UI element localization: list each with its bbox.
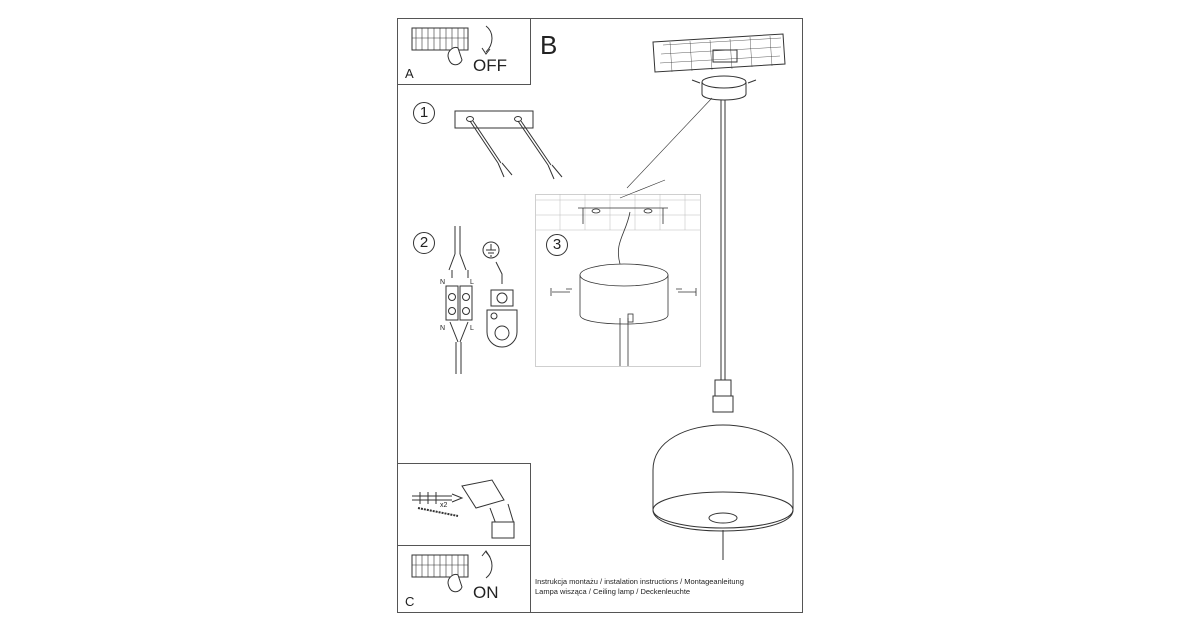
ceiling-wires-drawing [454,110,563,180]
live-label-bottom: L [470,325,474,332]
live-label-top: L [470,279,474,286]
step-1-number: 1 [413,102,435,124]
drill-and-anchors-drawing [412,479,515,539]
pendant-lamp-drawing [626,33,794,560]
on-label: ON [473,583,499,602]
step-3-number: 3 [546,234,568,256]
canopy-detail-drawing [536,179,700,366]
panel-c-frame [397,545,531,613]
panel-a-label: A [405,66,414,81]
neutral-label-top: N [440,279,446,286]
caption-line-1: Instrukcja montażu / instalation instruc… [535,577,744,586]
panel-a-frame [397,18,531,85]
panel-b-label: B [540,30,558,60]
neutral-label-bottom: N [440,325,446,332]
terminal-block-drawing [445,226,518,374]
outer-frame [397,18,803,613]
anchor-quantity: x2 [440,502,448,509]
detail-3-frame [535,194,701,367]
fuse-box-icon [411,550,493,593]
off-label: OFF [473,56,507,75]
panel-c-label: C [405,594,415,609]
step-2-number: 2 [413,232,435,254]
fuse-box-icon [411,25,493,66]
caption-line-2: Lampa wisząca / Ceiling lamp / Deckenleu… [535,587,691,596]
